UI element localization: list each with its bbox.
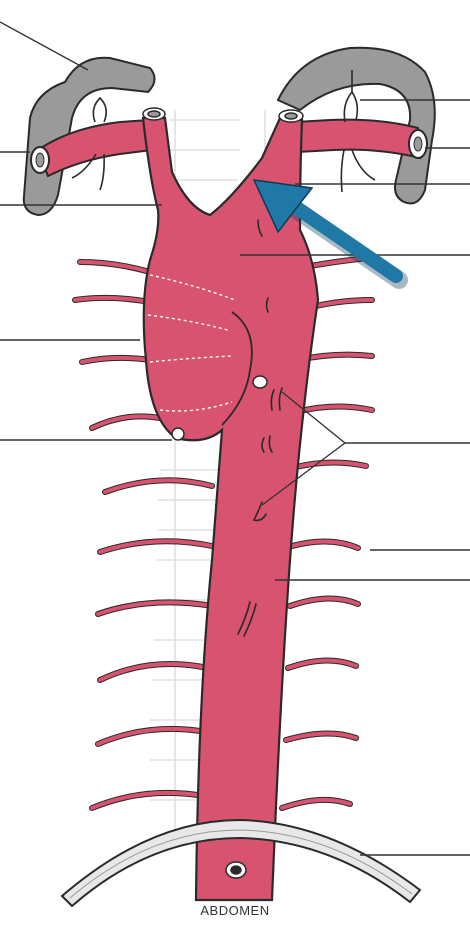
leader-line-10a <box>281 391 346 444</box>
aorta-small-marks <box>237 219 283 637</box>
intercostal-arteries-left-fill <box>73 260 214 810</box>
right-small-branches <box>340 70 376 193</box>
left-small-branches <box>71 96 108 191</box>
leader-line-10b <box>261 442 346 506</box>
arch-inner-curve <box>221 311 253 426</box>
right-subclavian-artery <box>294 118 422 160</box>
arch-dashed-lines <box>147 274 236 412</box>
vessel-openings <box>142 107 304 879</box>
aorta <box>141 116 320 902</box>
left-vein <box>22 56 156 217</box>
leader-line-1 <box>0 21 89 71</box>
right-vein <box>276 46 436 205</box>
blue-arrow-icon <box>252 179 408 289</box>
abdomen-caption: ABDOMEN <box>200 903 270 918</box>
diaphragm <box>60 818 422 908</box>
